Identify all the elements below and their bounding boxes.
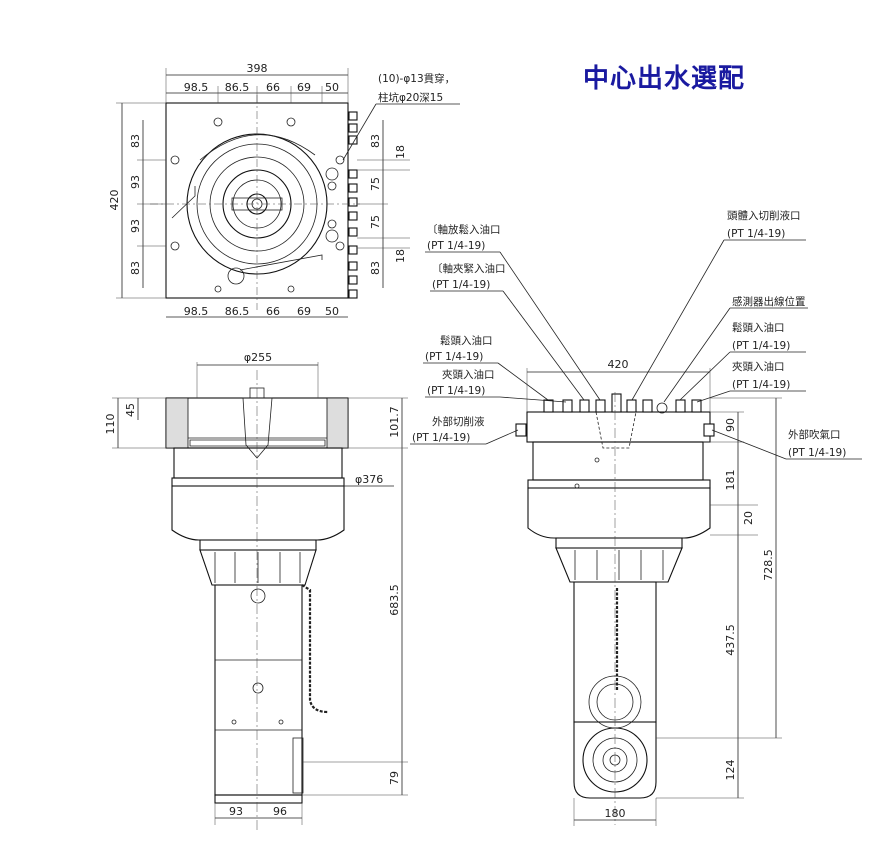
- callout-sensor-cable: 感測器出線位置: [732, 295, 806, 308]
- callout-spindle-release-spec: (PT 1/4-19): [427, 240, 485, 252]
- dim-left-seg-3: 93: [129, 219, 142, 233]
- callout-external-coolant: 外部切削液: [432, 415, 485, 428]
- dim-left-seg-2: 93: [129, 175, 142, 189]
- callout-clamp-right-spec: (PT 1/4-19): [732, 379, 790, 391]
- dim-bottom-seg-4: 69: [297, 305, 311, 318]
- callout-clamp-left: 夾頭入油口: [442, 368, 495, 381]
- dim-top-seg-4: 69: [297, 81, 311, 94]
- dim-left-420: 420: [108, 190, 121, 211]
- top-view: 398 98.5 86.5 66 69 50 (10)-φ13貫穿， 柱坑φ20…: [108, 62, 460, 318]
- dim-bottom-96: 96: [273, 805, 287, 818]
- dim-bottom-seg-2: 86.5: [225, 305, 250, 318]
- dim-top-seg-3: 66: [266, 81, 280, 94]
- dim-front-124: 124: [724, 760, 737, 781]
- dim-right-small-1: 18: [394, 145, 407, 159]
- dim-left-seg-4: 83: [129, 261, 142, 275]
- dim-dia-376: φ376: [355, 473, 383, 486]
- callout-external-air-spec: (PT 1/4-19): [788, 447, 846, 459]
- dim-front-20: 20: [742, 511, 755, 525]
- side-view: φ255 φ376 45 110 101.7 683.5 79 93 96: [104, 351, 408, 830]
- callout-head-coolant: 頭體入切削液口: [727, 209, 801, 222]
- dim-bottom-seg-1: 98.5: [184, 305, 209, 318]
- callout-unclamp-right: 鬆頭入油口: [732, 321, 785, 334]
- dim-top-seg-1: 98.5: [184, 81, 209, 94]
- dim-bottom-93: 93: [229, 805, 243, 818]
- dim-front-181: 181: [724, 470, 737, 491]
- dim-front-420: 420: [608, 358, 629, 371]
- dim-front-90: 90: [724, 418, 737, 432]
- callout-spindle-release: 〔軸放鬆入油口: [427, 223, 501, 236]
- callout-external-air: 外部吹氣口: [788, 428, 841, 441]
- dim-79: 79: [388, 771, 401, 785]
- dim-left-seg-1: 83: [129, 134, 142, 148]
- callout-unclamp-right-spec: (PT 1/4-19): [732, 340, 790, 352]
- callout-spindle-clamp: 〔軸夾緊入油口: [432, 262, 506, 275]
- dim-right-seg-2: 75: [369, 177, 382, 191]
- front-view: 420 90 181 20 437.5 124 728.5 180: [515, 358, 782, 826]
- callout-unclamp-left: 鬆頭入油口: [440, 334, 493, 347]
- dim-101-7: 101.7: [388, 406, 401, 438]
- callout-external-coolant-spec: (PT 1/4-19): [412, 432, 470, 444]
- dim-top-398: 398: [247, 62, 268, 75]
- page-title: 中心出水選配: [583, 64, 746, 94]
- dim-right-small-2: 18: [394, 249, 407, 263]
- callout-clamp-right: 夾頭入油口: [732, 360, 785, 373]
- dim-top-seg-2: 86.5: [225, 81, 250, 94]
- dim-right-seg-4: 83: [369, 261, 382, 275]
- callout-spindle-clamp-spec: (PT 1/4-19): [432, 279, 490, 291]
- dim-right-seg-3: 75: [369, 215, 382, 229]
- dim-front-728-5: 728.5: [762, 549, 775, 581]
- dim-bottom-seg-5: 50: [325, 305, 339, 318]
- callout-unclamp-left-spec: (PT 1/4-19): [425, 351, 483, 363]
- callout-head-coolant-spec: (PT 1/4-19): [727, 228, 785, 240]
- dim-top-seg-5: 50: [325, 81, 339, 94]
- dim-right-seg-1: 83: [369, 134, 382, 148]
- dim-45: 45: [124, 403, 137, 417]
- callout-clamp-left-spec: (PT 1/4-19): [427, 385, 485, 397]
- dim-front-437-5: 437.5: [724, 624, 737, 656]
- dim-683-5: 683.5: [388, 584, 401, 616]
- dim-110: 110: [104, 414, 117, 435]
- callouts: 〔軸放鬆入油口 (PT 1/4-19) 〔軸夾緊入油口 (PT 1/4-19) …: [410, 209, 862, 460]
- dim-dia-255: φ255: [244, 351, 272, 364]
- dim-bottom-seg-3: 66: [266, 305, 280, 318]
- hole-note-line1: (10)-φ13貫穿，: [378, 72, 455, 85]
- dim-front-180: 180: [605, 807, 626, 820]
- hole-note-line2: 柱坑φ20深15: [378, 91, 443, 104]
